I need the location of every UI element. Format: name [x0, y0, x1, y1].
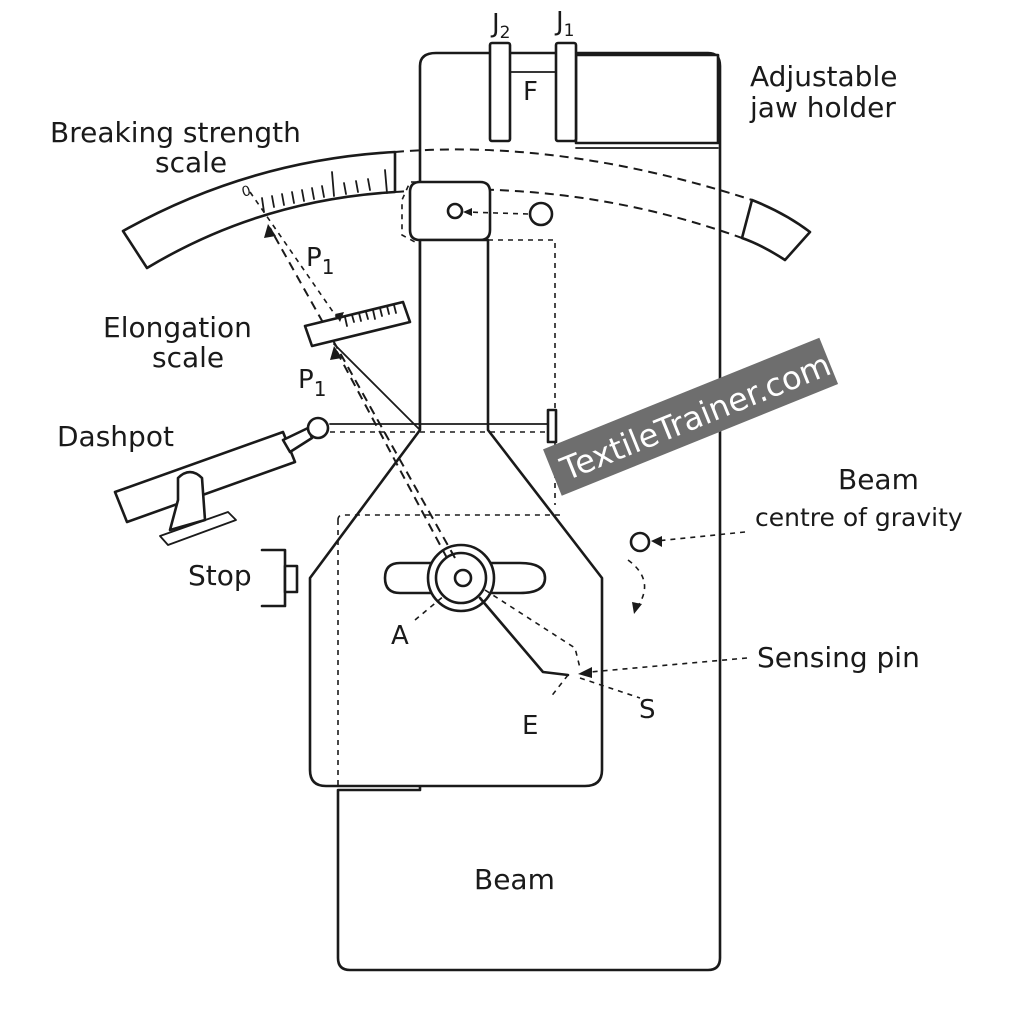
elongation-scale [303, 300, 412, 348]
pivot-hole-small [446, 202, 464, 220]
label-elongation-line2: scale [152, 341, 224, 374]
label-j2: J2 [490, 9, 511, 43]
dashpot-support [168, 470, 207, 532]
label-breaking-line2: scale [155, 146, 227, 179]
sensing-pin-pointer [589, 657, 748, 673]
label-stop: Stop [188, 559, 252, 592]
scale-ticks [261, 169, 388, 213]
pivot-arrow [465, 211, 529, 215]
elongation-marker [335, 312, 344, 322]
label-a: A [391, 621, 409, 651]
watermark-background [543, 337, 839, 496]
pivot-hole-large [528, 201, 554, 227]
pivot-centre [453, 568, 473, 588]
cog-pointer-head [651, 536, 662, 547]
adjustable-jaw-holder [574, 53, 720, 145]
dashpot-mount [159, 511, 237, 546]
pendulum-shaft [308, 238, 604, 788]
dashpot-body [113, 430, 297, 524]
jaw-j2 [488, 41, 512, 143]
pendulum-head-dashed [401, 181, 416, 243]
label-f: F [523, 77, 538, 107]
cog-swing-head [632, 602, 642, 614]
stop-block [283, 564, 299, 594]
dashpot-rod-end [546, 408, 558, 444]
pointer-lower-line [335, 349, 448, 559]
pivot-arrow-head [463, 208, 472, 216]
label-dashpot: Dashpot [57, 420, 174, 453]
cog-pointer [655, 531, 746, 542]
label-beam-cog-line2: centre of gravity [755, 503, 963, 532]
label-adjustable-line1: Adjustable [750, 60, 897, 93]
stop-bracket [260, 548, 287, 608]
label-sensing-pin: Sensing pin [757, 641, 920, 674]
pointer-upper-line [269, 227, 456, 559]
elongation-ticks [344, 304, 397, 327]
label-beam-cog-line1: Beam [838, 463, 919, 496]
pointer-zero-line [249, 191, 341, 323]
elongation-arm [333, 343, 421, 431]
a-pointer [414, 594, 446, 621]
label-beam: Beam [474, 863, 555, 896]
label-e: E [522, 711, 538, 741]
jaw-j1 [554, 41, 578, 143]
label-s: S [639, 695, 656, 725]
label-adjustable-line2: jaw holder [749, 91, 896, 124]
dashpot-eye [306, 416, 330, 440]
scale-right-segment [740, 198, 812, 262]
label-p1-upper: P1 [306, 243, 334, 279]
label-breaking-line1: Breaking strength [50, 116, 301, 149]
label-scale-zero: 0 [240, 183, 253, 201]
beam-cog-marker [629, 531, 651, 553]
lever-line-e [549, 674, 569, 699]
dashpot-link [281, 426, 314, 454]
label-elongation-line1: Elongation [103, 311, 252, 344]
frame-dashed-rect [337, 514, 560, 790]
lever-line-s [579, 677, 641, 699]
pointer-upper-arrowhead [264, 224, 276, 238]
scale-dashed-arc [394, 148, 753, 201]
sensing-lever [478, 596, 570, 677]
label-p1-lower: P1 [298, 365, 326, 401]
sensing-lever-dashed [484, 589, 581, 669]
pointer-lower-arrowhead [330, 346, 342, 360]
label-j1: J1 [554, 7, 575, 41]
sensing-pin-arrowhead [578, 667, 592, 678]
